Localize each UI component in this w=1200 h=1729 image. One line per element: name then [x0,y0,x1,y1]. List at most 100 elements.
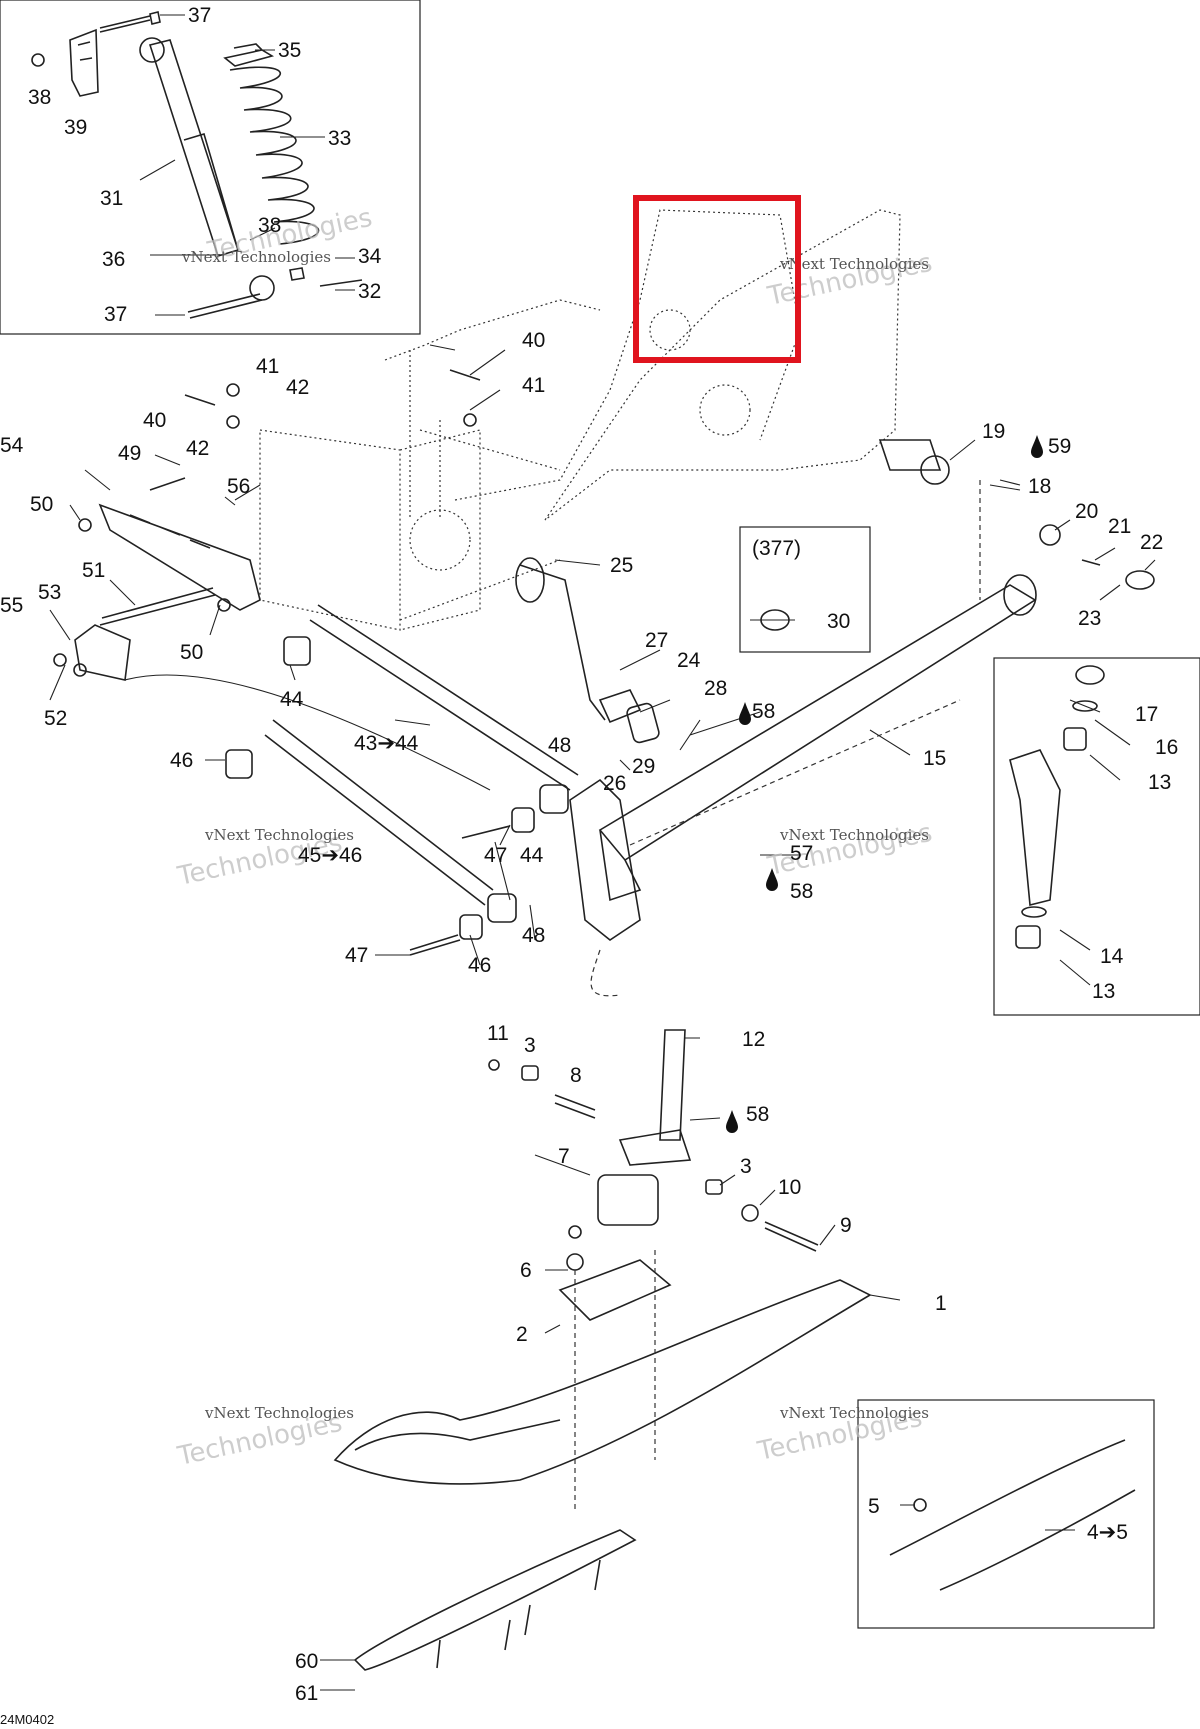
callout-41: 41 [256,355,279,378]
callout-9: 9 [840,1214,852,1237]
callout-14: 14 [1100,945,1124,968]
callout-39: 39 [64,116,87,139]
watermark: vNext Technologies [181,248,331,266]
shock-inset-frame [0,0,421,335]
bolts-40 [184,369,481,406]
nut-52a [53,653,67,667]
bolt-9 [764,1221,819,1252]
callout-29: 29 [632,755,655,778]
callout-51: 51 [82,559,105,582]
spindle-housing [569,778,641,941]
spindle-inset-housing [1009,749,1061,907]
callout-58: 58 [790,880,813,903]
callout-38: 38 [258,214,281,237]
bolt-part [99,11,161,33]
upper-rod-sleeve [511,807,535,833]
callout-5: 5 [868,1495,880,1518]
callout-13: 13 [1148,771,1171,794]
bracket-54 [98,503,261,611]
callout-34: 34 [358,245,382,268]
washer-42b [226,415,240,429]
callout-48: 48 [522,924,545,947]
callout-21: 21 [1108,515,1131,538]
pin-part [319,279,363,287]
a-arm-dash [629,699,961,846]
frame-tunnel [454,209,801,501]
callout-10: 10 [778,1176,801,1199]
callout-15: 15 [923,747,946,770]
shock-inset [0,0,421,335]
spindle-inset-frame [993,657,1200,1016]
spindle-inset [993,657,1200,1016]
callout-49: 49 [118,442,141,465]
spindle-12 [659,1029,686,1141]
frame-hole [699,384,751,436]
callout-labels: 37 35 38 39 33 31 38 36 34 32 37 40 41 4… [0,4,1178,1705]
watermark: vNext Technologies [779,1404,929,1422]
kit-box-frame [739,526,871,653]
spring-seat-part [223,43,275,67]
callout-12: 12 [742,1028,765,1051]
nut-6 [568,1225,582,1239]
ring-14 [1021,906,1047,918]
runner-a [889,1439,1126,1556]
bracket-55 [74,624,131,681]
watermark: vNext Technologies [204,826,354,844]
callout-17: 17 [1135,703,1158,726]
diagram-code: 24M0402 [0,1712,54,1727]
bolt-51 [99,587,216,626]
bushing-13b [1015,925,1041,949]
runner-inset [857,1399,1155,1629]
lower-bolt-part [187,293,263,319]
shock-eye-top [139,37,165,63]
cap-20 [1039,524,1061,546]
watermark: vNext Technologies [779,255,929,273]
ski-mount-2 [558,1259,672,1321]
callout-36: 36 [102,248,125,271]
callout-33: 33 [328,127,351,150]
washer-part [289,267,305,281]
ring-16 [1072,700,1098,712]
callout-50: 50 [30,493,53,516]
nut-part [31,53,45,67]
callout-4-5: 4➔5 [1087,1521,1128,1544]
callout-48: 48 [548,734,571,757]
sway-bar [515,557,660,744]
callout-3: 3 [740,1155,752,1178]
sway-bracket [598,689,642,724]
upper-rod-end [539,784,569,814]
callout-7: 7 [558,1145,570,1168]
lower-rod-sleeve [459,914,483,940]
nut-50b [217,598,231,612]
watermark: vNext Technologies [204,1404,354,1422]
ski [333,1225,872,1510]
drop-icon-58b [766,868,778,891]
callout-40: 40 [143,409,166,432]
bushing-18 [878,439,942,471]
lower-radius-rod [264,719,494,906]
ski-dash [574,1250,656,1510]
bulkhead-hole [409,509,471,571]
rod-bolts [409,825,511,956]
callout-31: 31 [100,187,123,210]
lower-rod-end [487,893,517,923]
callout-53: 53 [38,581,61,604]
callout-24: 24 [677,649,701,672]
radius-rods [225,604,579,956]
mount-brackets [53,477,491,791]
callout-25: 25 [610,554,633,577]
watermark: vNext Technologies [779,826,929,844]
callout-18: 18 [1028,475,1051,498]
wearbar-60 [353,1529,637,1671]
lower-rod-bushing [225,749,253,779]
callout-37: 37 [104,303,127,326]
callout-46: 46 [170,749,193,772]
callout-42: 42 [286,376,309,399]
nut-11 [488,1059,500,1071]
callout-55: 55 [0,594,23,617]
washer-6 [566,1253,584,1271]
bolt-49 [149,477,186,491]
washer-10 [741,1204,759,1222]
highlight-box [633,195,801,363]
callout-23: 23 [1078,607,1101,630]
